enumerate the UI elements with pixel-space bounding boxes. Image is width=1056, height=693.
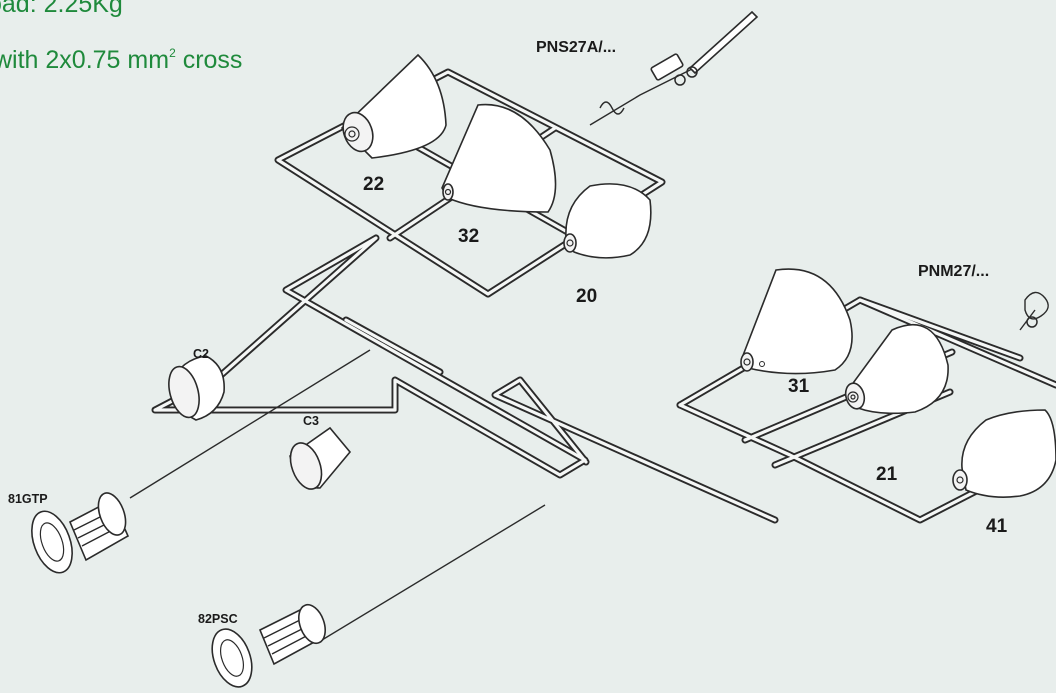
label-31: 31	[788, 376, 810, 397]
cap-c3	[289, 426, 352, 490]
shade-31	[740, 268, 853, 375]
cap-c2	[168, 355, 225, 421]
label-82psc: 82PSC	[198, 612, 238, 626]
frame-wire-structure	[151, 68, 1056, 524]
holder-81gtp	[31, 492, 130, 574]
label-pns27a: PNS27A/...	[536, 39, 616, 56]
shade-22	[340, 53, 447, 159]
cable-spec-superscript: 2	[169, 46, 176, 60]
cable-spec-prefix: with 2x0.75 mm	[0, 46, 170, 74]
label-pnm27: PNM27/...	[918, 263, 989, 280]
label-c2: C2	[193, 347, 209, 361]
pns27a-connector	[599, 10, 759, 115]
pnm27-connector	[1024, 291, 1049, 328]
shade-20	[563, 183, 652, 259]
label-20: 20	[576, 286, 597, 307]
label-21: 21	[876, 464, 898, 485]
label-c3: C3	[303, 414, 319, 428]
shade-32	[441, 103, 557, 213]
label-22: 22	[363, 174, 384, 195]
label-32: 32	[458, 226, 479, 247]
cable-spec-suffix: cross	[175, 46, 243, 74]
load-spec-text: oad: 2.25Kg	[0, 0, 123, 18]
label-41: 41	[986, 516, 1008, 537]
label-81gtp: 81GTP	[8, 492, 48, 506]
cable-spec-text: with 2x0.75 mm2 cross	[0, 46, 242, 75]
shade-41	[952, 409, 1056, 498]
shade-21	[844, 323, 949, 415]
holder-82psc	[211, 603, 326, 688]
